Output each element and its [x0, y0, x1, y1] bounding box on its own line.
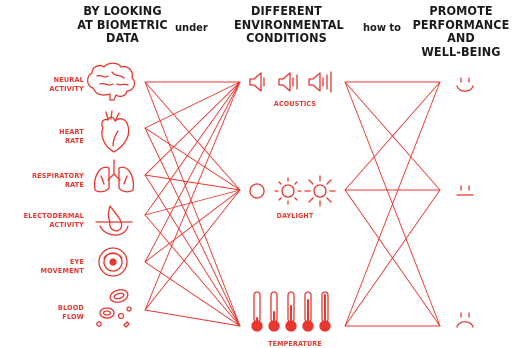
header-conditions: DIFFERENT ENVIRONMENTAL CONDITIONS [234, 3, 344, 45]
speaker-icon [249, 71, 332, 93]
eye-icon [98, 247, 128, 277]
sad-face-icon [456, 312, 474, 328]
label-line: RATE [64, 136, 84, 145]
header-line: BY LOOKING [83, 3, 162, 18]
blood-cells-icon [96, 289, 132, 328]
label-line: HEART [59, 127, 84, 136]
label-blood-flow: BLOOD FLOW [58, 303, 84, 321]
happy-face-icon [456, 77, 474, 92]
header-line: CONDITIONS [246, 30, 327, 45]
lungs-icon [93, 159, 135, 193]
header-biometric: BY LOOKING AT BIOMETRIC DATA [70, 4, 175, 45]
label-daylight: DAYLIGHT [276, 212, 314, 220]
label-line: RESPIRATORY [32, 171, 84, 180]
header-line: PROMOTE [429, 3, 493, 18]
label-line: BLOOD [57, 303, 84, 312]
label-electodermal-activity: ELECTODERMAL ACTIVITY [24, 211, 84, 229]
label-line: ACTIVITY [49, 84, 84, 93]
header-line: AT BIOMETRIC [77, 16, 168, 32]
label-heart-rate: HEART RATE [59, 127, 84, 145]
label-line: NEURAL [53, 75, 84, 84]
brain-icon [86, 62, 136, 101]
label-neural-activity: NEURAL ACTIVITY [49, 75, 84, 93]
label-line: ACTIVITY [49, 220, 84, 229]
header-line: DATA [106, 30, 139, 45]
skin-icon [95, 205, 133, 236]
header-line: WELL-BEING [421, 43, 501, 59]
thermometer-icon [251, 291, 331, 332]
header-outcomes: PROMOTE PERFORMANCE AND WELL-BEING [400, 4, 522, 58]
header-line: ENVIRONMENTAL [234, 16, 344, 32]
label-eye-movement: EYE MOVEMENT [41, 257, 84, 275]
label-line: RATE [64, 180, 84, 189]
label-line: ELECTODERMAL [23, 211, 84, 220]
connector-how-to: how to [363, 21, 401, 34]
connection-lines-left [144, 81, 241, 327]
connector-under: under [175, 21, 208, 34]
sun-icon [249, 175, 336, 207]
label-acoustics: ACOUSTICS [273, 100, 317, 108]
label-line: FLOW [62, 312, 84, 321]
header-line: PERFORMANCE AND [412, 16, 510, 45]
label-line: EYE [69, 257, 84, 266]
label-temperature: TEMPERATURE [268, 340, 322, 348]
heart-icon [101, 110, 130, 153]
neutral-face-icon [456, 185, 474, 196]
connection-lines-right [344, 81, 441, 327]
label-line: MOVEMENT [40, 266, 84, 275]
header-line: DIFFERENT [251, 3, 322, 18]
label-respiratory-rate: RESPIRATORY RATE [32, 171, 84, 189]
